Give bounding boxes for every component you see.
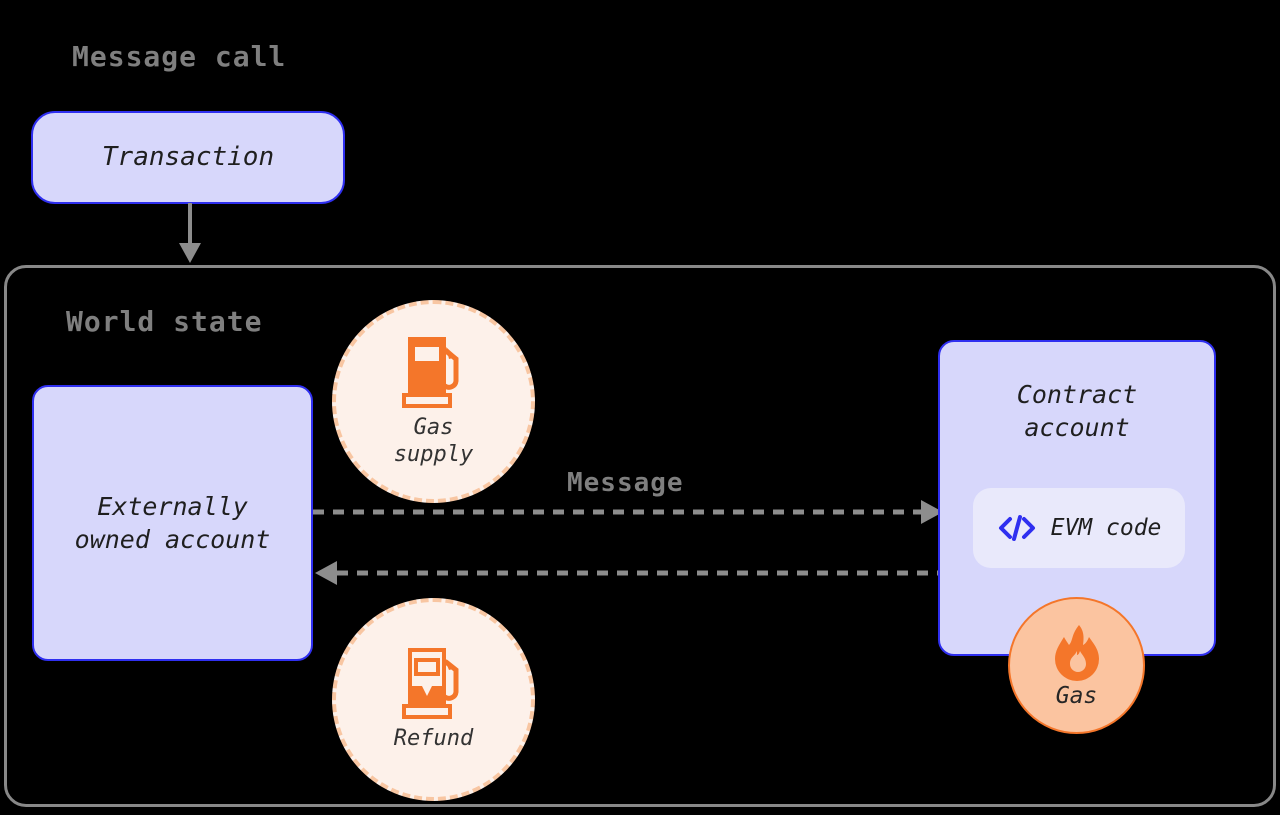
container-world-state — [4, 265, 1276, 807]
arrow-transaction-to-world-state — [179, 203, 201, 263]
badge-gas-supply[interactable]: Gas supply — [332, 300, 535, 503]
badge-refund[interactable]: Refund — [332, 598, 535, 801]
label-message: Message — [567, 468, 684, 498]
node-transaction[interactable]: Transaction — [31, 111, 345, 204]
badge-gas[interactable]: Gas — [1008, 597, 1145, 734]
badge-refund-label: Refund — [393, 726, 474, 752]
code-icon — [997, 512, 1037, 544]
section-title-world-state: World state — [66, 305, 263, 338]
fuel-pump-full-icon — [401, 336, 458, 408]
fuel-pump-partial-icon — [401, 648, 458, 720]
node-externally-owned-account-label: Externally owned account — [74, 492, 271, 554]
chip-evm-code-label: EVM code — [1050, 515, 1162, 541]
chip-evm-code[interactable]: EVM code — [973, 488, 1185, 568]
node-transaction-label: Transaction — [101, 142, 275, 173]
badge-gas-label: Gas — [1055, 682, 1098, 709]
node-contract-account-title: Contract account — [1016, 380, 1138, 442]
arrow-contract-to-eoa — [315, 561, 945, 585]
flame-icon — [1054, 624, 1099, 681]
node-externally-owned-account[interactable]: Externally owned account — [32, 385, 313, 661]
badge-gas-supply-label: Gas supply — [393, 414, 474, 467]
section-title-message-call: Message call — [72, 40, 287, 73]
arrow-eoa-to-contract — [313, 500, 943, 524]
